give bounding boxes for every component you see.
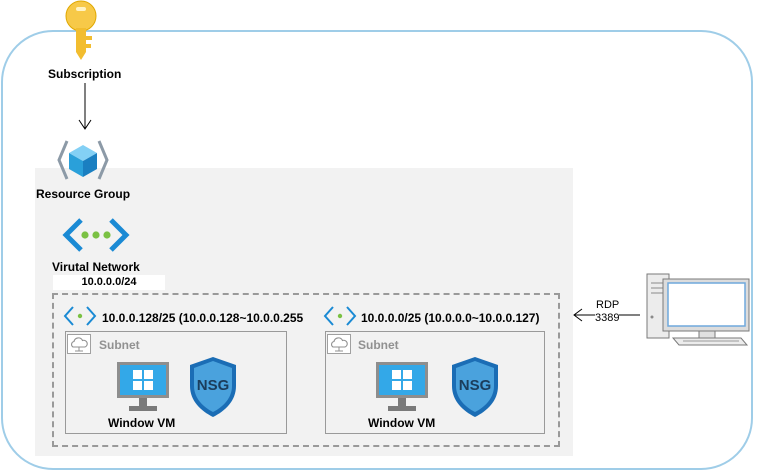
vnet-label: Virutal Network bbox=[52, 260, 140, 274]
windows-vm-icon bbox=[117, 362, 169, 411]
subscription-label: Subscription bbox=[48, 67, 122, 81]
vnet-cidr: 10.0.0.0/24 bbox=[53, 275, 165, 290]
subnet-vnet-icon bbox=[323, 306, 357, 326]
resource-group-label: Resource Group bbox=[36, 187, 131, 201]
subnet-range-label: 10.0.0.128/25 (10.0.0.128~10.0.0.255 bbox=[102, 311, 304, 325]
nsg-label: NSG bbox=[197, 377, 230, 394]
nsg-shield-icon: NSG bbox=[452, 357, 498, 417]
subnets-container bbox=[52, 293, 560, 447]
windows-vm-icon bbox=[376, 362, 428, 411]
subnet-range-label: 10.0.0.0/25 (10.0.0.0~10.0.0.127) bbox=[361, 311, 540, 325]
nsg-label: NSG bbox=[459, 377, 492, 394]
desktop-computer-icon bbox=[646, 273, 750, 346]
subnet-box bbox=[325, 331, 545, 434]
outer-frame bbox=[1, 30, 753, 470]
subnet-label: Subnet bbox=[358, 338, 399, 352]
subscription-arrow bbox=[78, 83, 92, 130]
subnet-vnet-icon bbox=[63, 306, 97, 326]
nsg-shield-icon: NSG bbox=[190, 357, 236, 417]
virtual-network-icon bbox=[62, 218, 130, 252]
vm-label: Window VM bbox=[368, 416, 436, 430]
subnet-label: Subnet bbox=[99, 338, 140, 352]
subnet-box bbox=[65, 331, 287, 434]
rdp-port-label: 3389 bbox=[595, 312, 620, 324]
subnet-cloud-icon bbox=[327, 334, 351, 354]
subnet-cloud-icon bbox=[67, 334, 91, 354]
resource-group-icon bbox=[57, 140, 109, 180]
key-icon bbox=[65, 0, 97, 60]
rdp-label: RDP bbox=[596, 299, 620, 311]
vm-label: Window VM bbox=[108, 416, 176, 430]
